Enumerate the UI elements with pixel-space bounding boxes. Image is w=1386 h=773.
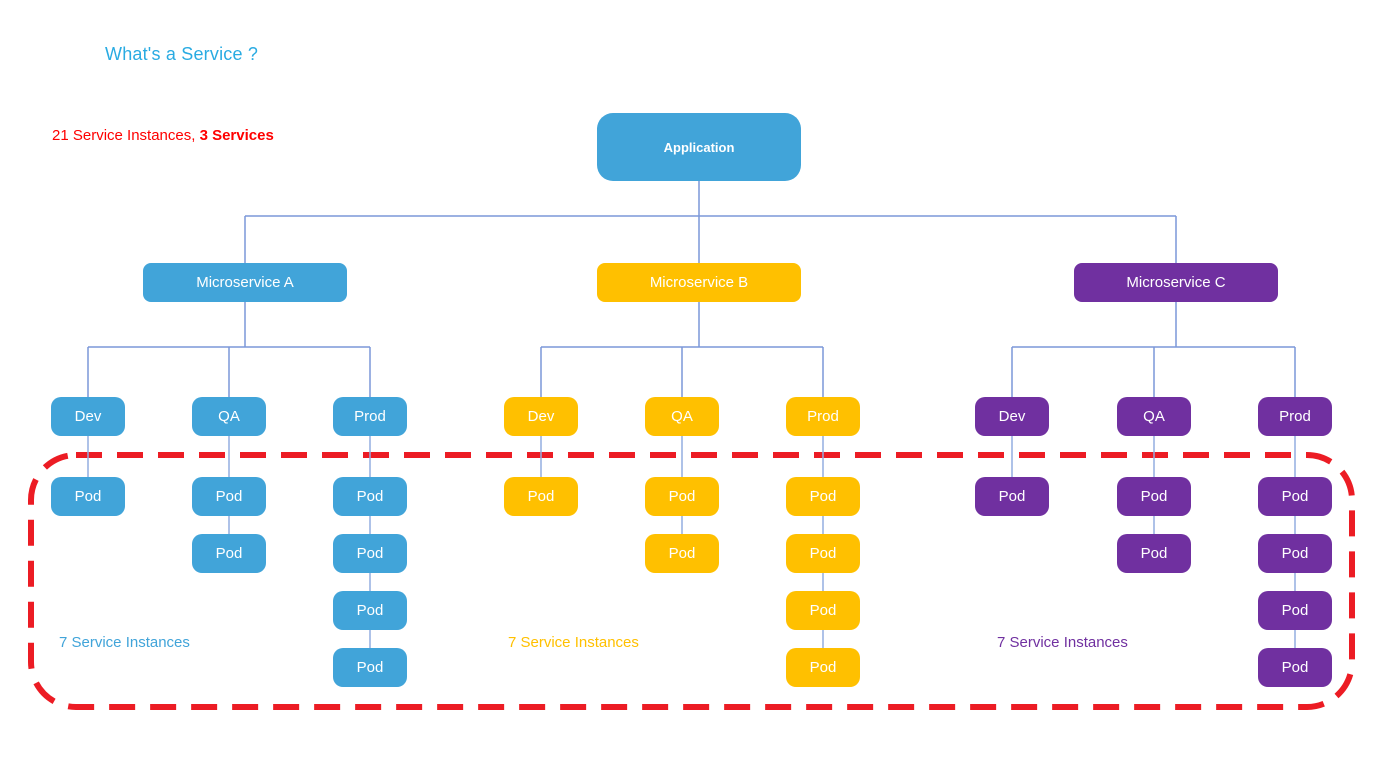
environment-node: QA bbox=[192, 397, 266, 436]
environment-node: Prod bbox=[786, 397, 860, 436]
pod-node: Pod bbox=[192, 534, 266, 573]
environment-node: Prod bbox=[333, 397, 407, 436]
pod-node: Pod bbox=[1258, 477, 1332, 516]
pod-node: Pod bbox=[786, 648, 860, 687]
pod-node: Pod bbox=[1117, 534, 1191, 573]
pod-node: Pod bbox=[192, 477, 266, 516]
pod-node: Pod bbox=[1117, 477, 1191, 516]
pod-node: Pod bbox=[504, 477, 578, 516]
pod-node: Pod bbox=[786, 591, 860, 630]
group-annotation: 7 Service Instances bbox=[59, 634, 190, 651]
pod-node: Pod bbox=[1258, 591, 1332, 630]
environment-node: QA bbox=[645, 397, 719, 436]
summary-count-services: 3 Services bbox=[199, 127, 274, 144]
environment-node: Dev bbox=[504, 397, 578, 436]
summary-count-instances: 21 Service Instances, bbox=[52, 127, 200, 144]
pod-node: Pod bbox=[1258, 534, 1332, 573]
pod-node: Pod bbox=[333, 648, 407, 687]
pod-node: Pod bbox=[975, 477, 1049, 516]
pod-node: Pod bbox=[786, 477, 860, 516]
pod-node: Pod bbox=[645, 477, 719, 516]
pod-node: Pod bbox=[51, 477, 125, 516]
microservice-node: Microservice A bbox=[143, 263, 347, 302]
environment-node: Dev bbox=[975, 397, 1049, 436]
application-node: Application bbox=[597, 113, 801, 181]
environment-node: Dev bbox=[51, 397, 125, 436]
pod-node: Pod bbox=[333, 591, 407, 630]
microservice-node: Microservice C bbox=[1074, 263, 1278, 302]
group-annotation: 7 Service Instances bbox=[508, 634, 639, 651]
pod-node: Pod bbox=[645, 534, 719, 573]
group-annotation: 7 Service Instances bbox=[997, 634, 1128, 651]
pod-node: Pod bbox=[1258, 648, 1332, 687]
microservice-node: Microservice B bbox=[597, 263, 801, 302]
pod-node: Pod bbox=[786, 534, 860, 573]
environment-node: QA bbox=[1117, 397, 1191, 436]
page-title: What's a Service ? bbox=[105, 44, 259, 64]
summary-text: 21 Service Instances, 3 Services bbox=[52, 127, 274, 144]
pod-node: Pod bbox=[333, 477, 407, 516]
environment-node: Prod bbox=[1258, 397, 1332, 436]
pod-node: Pod bbox=[333, 534, 407, 573]
